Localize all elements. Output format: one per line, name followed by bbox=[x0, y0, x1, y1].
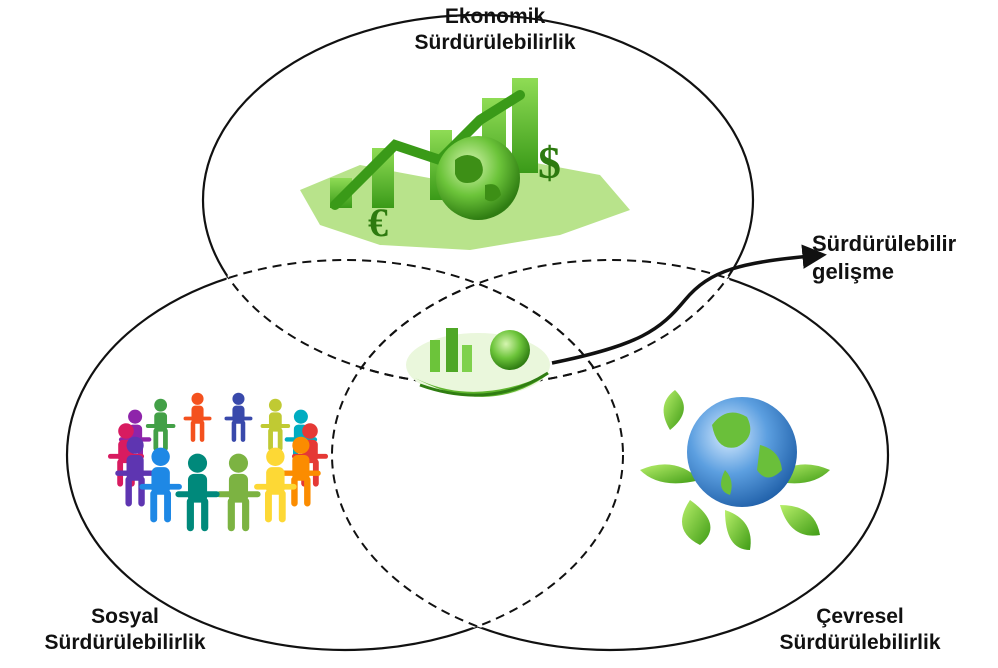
economy-globe-chart-icon: $ € bbox=[300, 78, 630, 250]
green-city-icon bbox=[406, 328, 550, 397]
people-circle-icon bbox=[107, 392, 329, 532]
sustainable-development-label: Sürdürülebilir gelişme bbox=[812, 230, 972, 286]
social-label-line2: Sürdürülebilirlik bbox=[44, 631, 206, 654]
svg-text:€: € bbox=[368, 200, 388, 245]
environmental-label: Çevresel Sürdürülebilirlik bbox=[745, 604, 975, 656]
person-figure bbox=[145, 398, 176, 451]
sustainable-development-line2: gelişme bbox=[812, 259, 894, 284]
environmental-label-line2: Sürdürülebilirlik bbox=[779, 631, 941, 654]
economic-label: Ekonomik Sürdürülebilirlik bbox=[380, 4, 610, 56]
person-figure bbox=[183, 392, 212, 442]
earth-leaves-icon bbox=[640, 390, 830, 550]
person-figure bbox=[224, 392, 253, 442]
person-figure bbox=[260, 398, 291, 451]
person-figure bbox=[175, 453, 220, 532]
person-figure bbox=[115, 436, 155, 507]
person-figure bbox=[254, 447, 297, 523]
sustainable-development-line1: Sürdürülebilir bbox=[812, 231, 957, 256]
person-figure bbox=[281, 436, 321, 507]
person-figure bbox=[216, 453, 261, 532]
person-figure bbox=[139, 447, 182, 523]
economic-label-line1: Ekonomik bbox=[444, 5, 546, 28]
environmental-label-line1: Çevresel bbox=[816, 605, 904, 628]
circle-outlines bbox=[65, 13, 890, 652]
social-label-line1: Sosyal bbox=[91, 605, 159, 628]
arrow-connector bbox=[551, 244, 827, 365]
social-label: Sosyal Sürdürülebilirlik bbox=[10, 604, 240, 656]
svg-text:$: $ bbox=[538, 137, 561, 188]
economic-label-line2: Sürdürülebilirlik bbox=[414, 31, 576, 54]
